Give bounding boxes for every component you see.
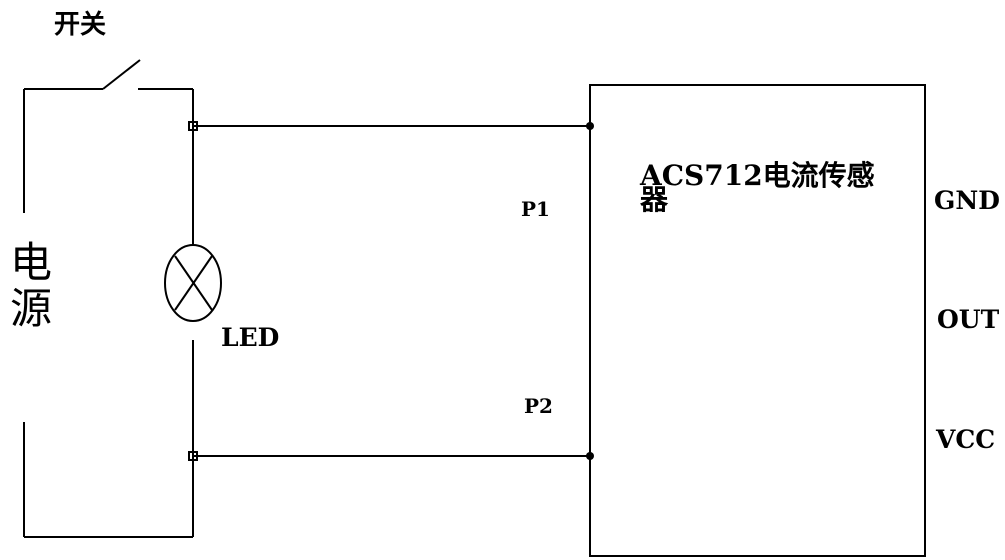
p1-label: P1	[521, 197, 550, 221]
junction-bottom-left	[188, 451, 198, 461]
junction-top-left	[188, 121, 198, 131]
pin-out-label: OUT	[937, 305, 1000, 334]
led-lamp-circle	[164, 244, 222, 322]
power-label-line2: 源	[10, 284, 53, 333]
led-lamp-cross-b	[174, 255, 213, 311]
led-label: LED	[221, 323, 280, 352]
switch-blade	[102, 59, 141, 90]
sensor-module-box	[589, 84, 926, 557]
pin-vcc-label: VCC	[936, 425, 996, 454]
sensor-name-label: ACS712电流传感器	[640, 159, 875, 216]
pin-gnd-label: GND	[934, 186, 1000, 215]
switch-label: 开关	[54, 10, 107, 40]
power-source-label: 电 源	[10, 240, 58, 332]
power-label-line1: 电	[10, 238, 53, 287]
p2-label: P2	[524, 394, 553, 418]
